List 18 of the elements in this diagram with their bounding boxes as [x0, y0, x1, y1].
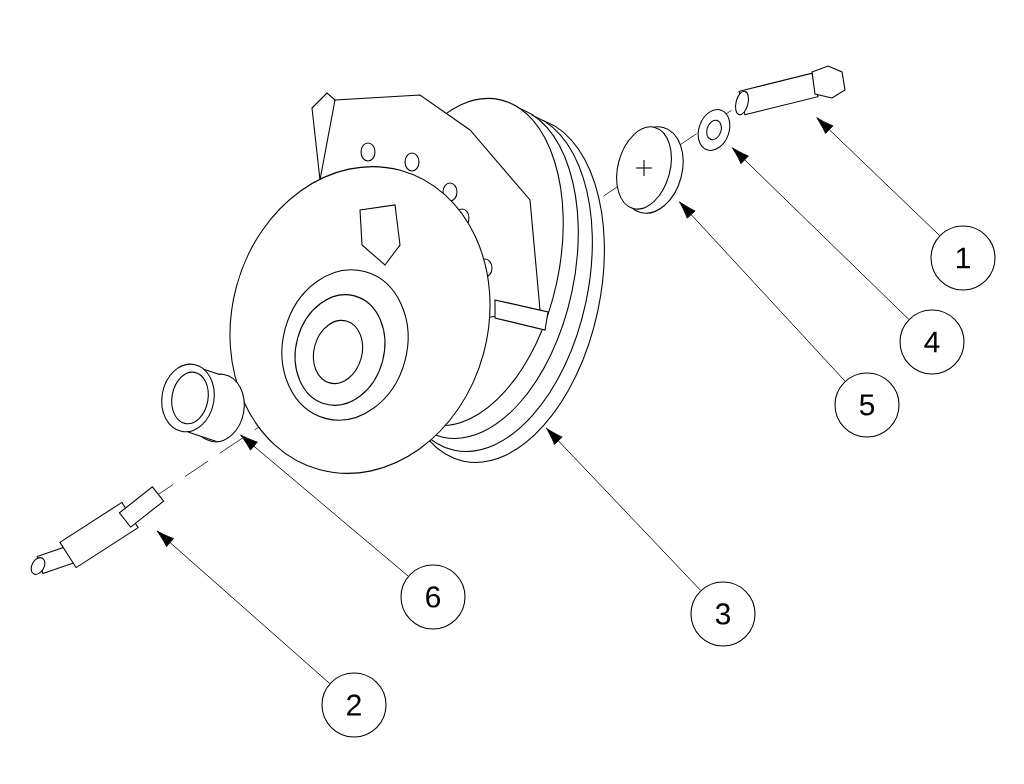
- leader-line: [731, 147, 910, 320]
- leader-line: [240, 434, 409, 577]
- callout-number: 6: [400, 564, 466, 630]
- callout-number: 3: [690, 581, 756, 647]
- clutch-drawing: [229, 92, 605, 474]
- callout-number: 5: [834, 372, 900, 438]
- callout-number: 2: [321, 672, 387, 738]
- leader-line: [678, 201, 846, 382]
- callout-number: 4: [899, 309, 965, 375]
- leader-line: [545, 427, 702, 591]
- spacer-drawing: [161, 363, 245, 443]
- leader-line: [156, 530, 331, 684]
- bolt-drawing: [734, 65, 846, 116]
- callout-number: 1: [930, 225, 996, 291]
- lock-washer-drawing: [697, 109, 731, 151]
- stud-drawing: [30, 486, 165, 575]
- leader-line: [816, 117, 940, 236]
- flat-washer-drawing: [616, 126, 684, 214]
